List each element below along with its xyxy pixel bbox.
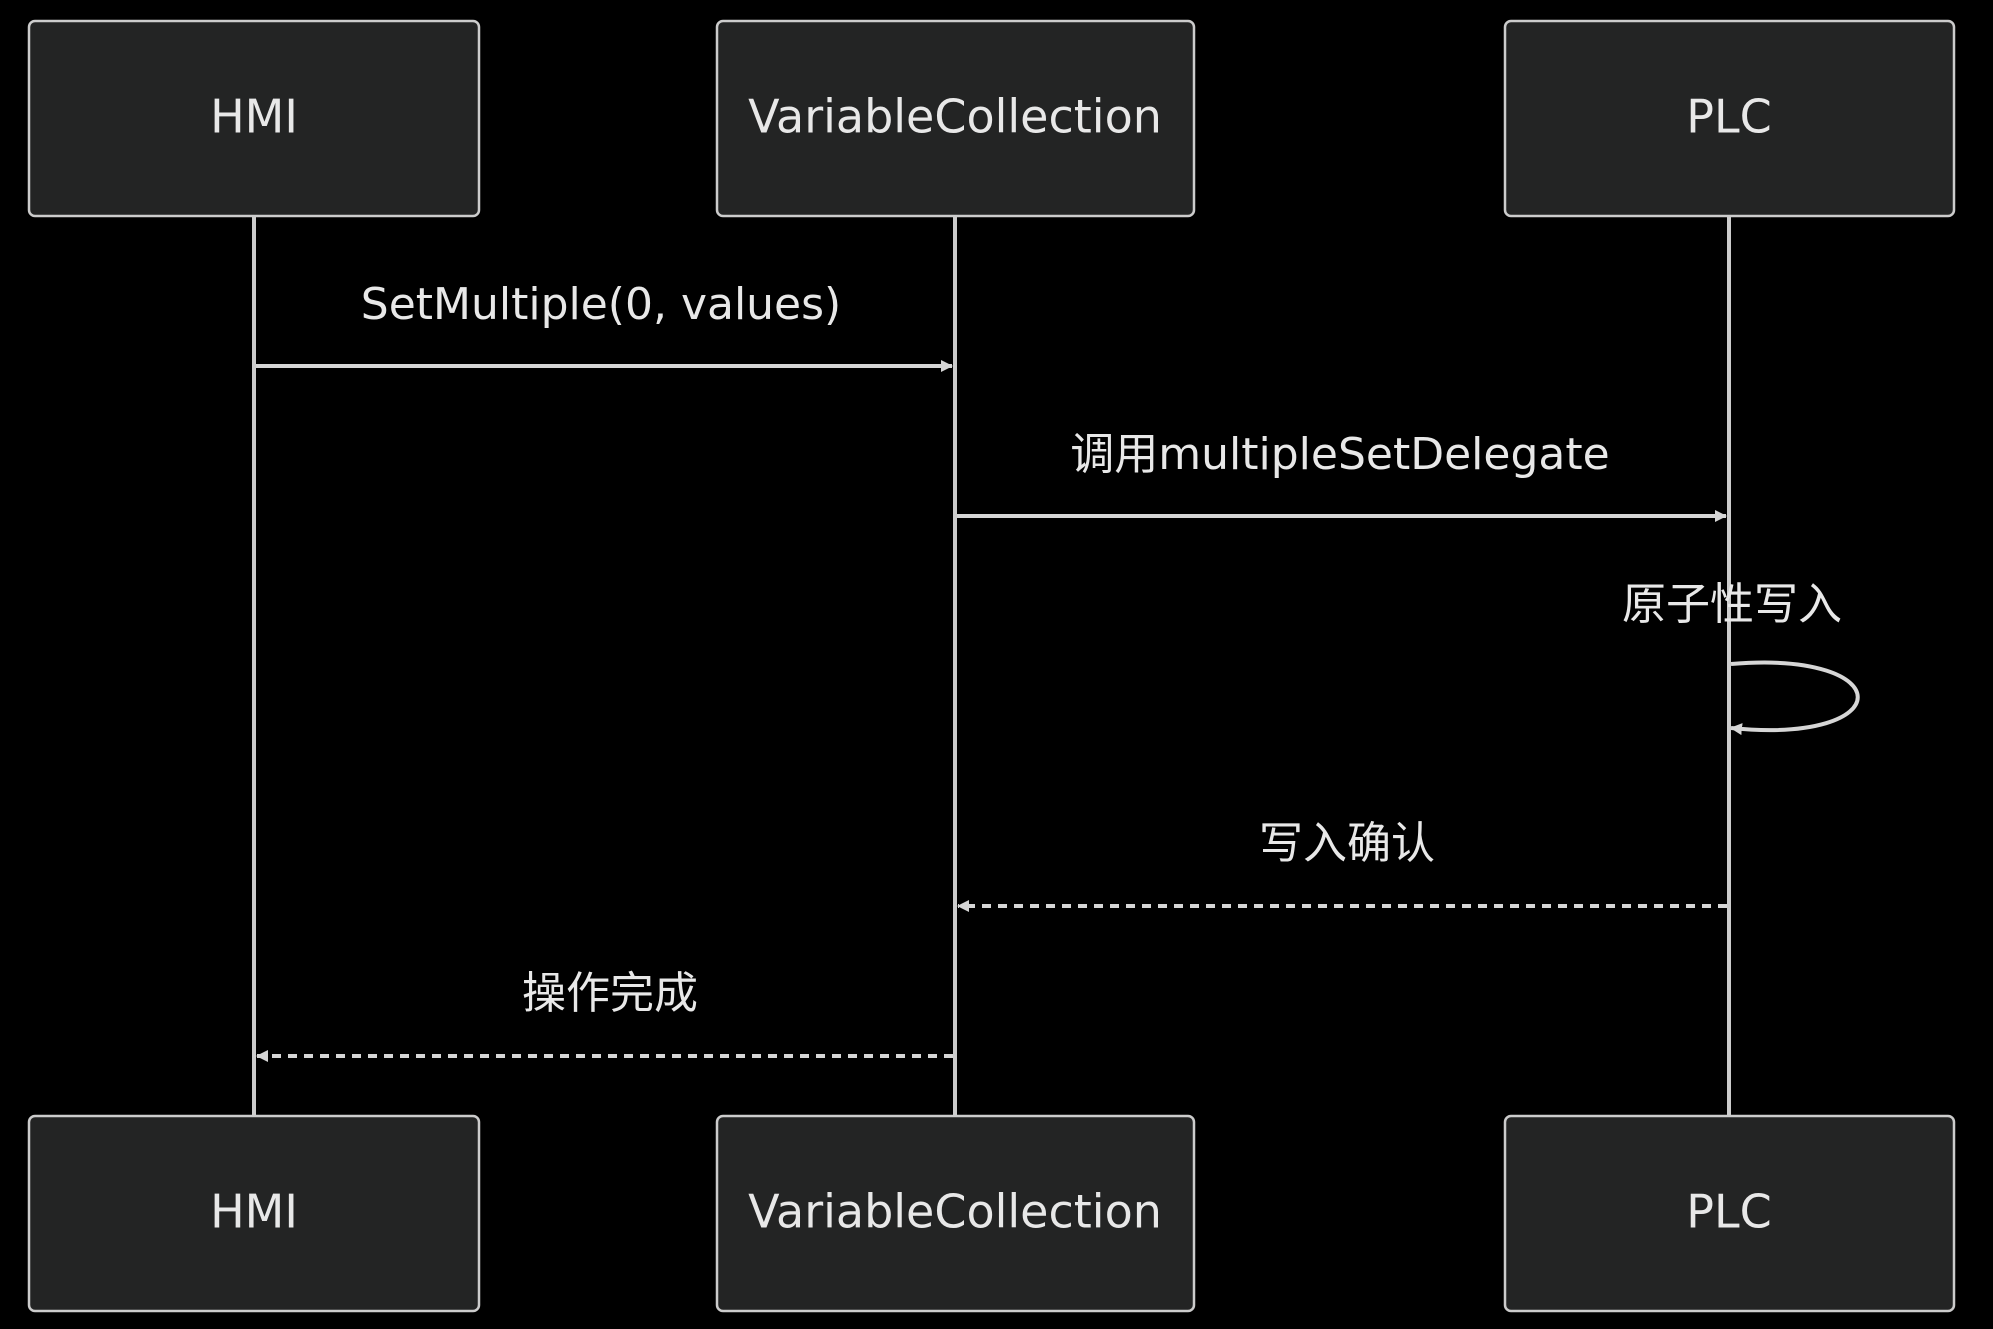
actor-top-variablecollection-label: VariableCollection xyxy=(748,90,1162,144)
message-operation-complete: 操作完成 xyxy=(256,968,953,1062)
actor-top-variablecollection: VariableCollection xyxy=(715,19,1196,218)
message-call-delegate: 调用multipleSetDelegate xyxy=(957,429,1727,522)
actor-top-hmi: HMI xyxy=(27,19,481,218)
actor-top-plc-label: PLC xyxy=(1686,90,1772,144)
message-operation-complete-label: 操作完成 xyxy=(522,968,698,1019)
actor-bottom-variablecollection: VariableCollection xyxy=(715,1114,1196,1313)
actor-bottom-hmi: HMI xyxy=(27,1114,481,1313)
message-call-delegate-label: 调用multipleSetDelegate xyxy=(1070,429,1609,480)
actor-top-plc: PLC xyxy=(1503,19,1956,218)
message-write-confirm: 写入确认 xyxy=(957,818,1727,912)
message-setmultiple-label: SetMultiple(0, values) xyxy=(361,279,841,330)
message-write-confirm-label: 写入确认 xyxy=(1259,818,1435,869)
actor-bottom-plc: PLC xyxy=(1503,1114,1956,1313)
actor-bottom-hmi-label: HMI xyxy=(210,1185,298,1239)
actor-bottom-variablecollection-label: VariableCollection xyxy=(748,1185,1162,1239)
message-atomic-write-label: 原子性写入 xyxy=(1622,579,1842,630)
actor-bottom-plc-label: PLC xyxy=(1686,1185,1772,1239)
message-atomic-write-loop xyxy=(1730,660,1860,736)
actor-top-hmi-label: HMI xyxy=(210,90,298,144)
message-atomic-write: 原子性写入 xyxy=(1622,579,1860,736)
message-setmultiple: SetMultiple(0, values) xyxy=(256,279,953,372)
